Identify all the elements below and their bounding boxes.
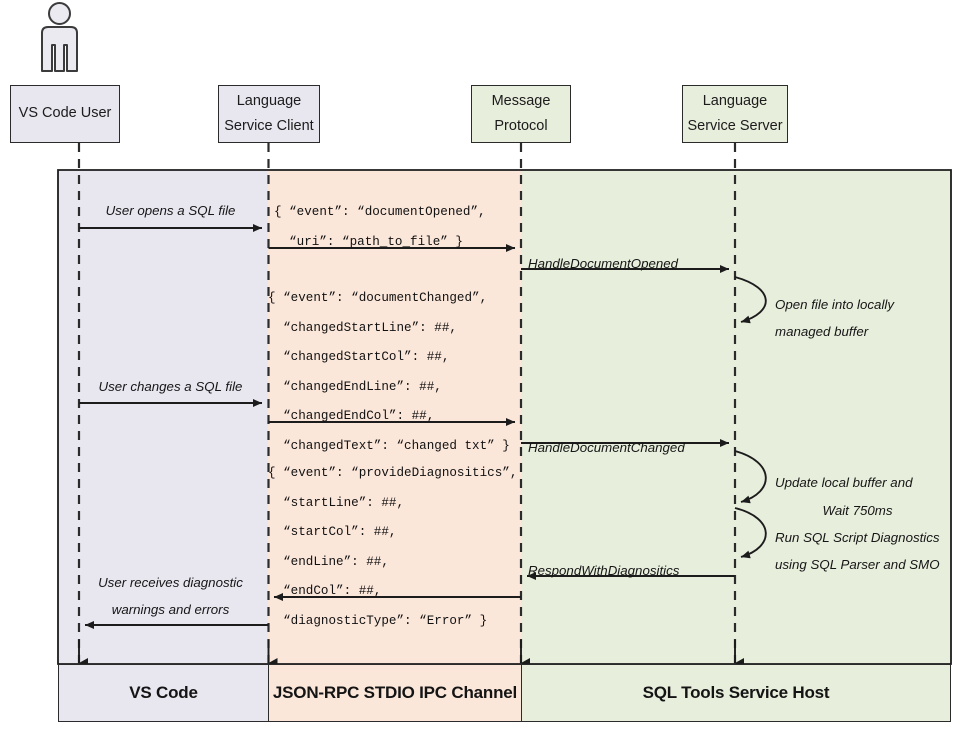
selfloop-run-diagnostics — [734, 507, 767, 559]
vs-code-user-actor-icon — [41, 2, 78, 72]
footer-zone-json-rpc-stdio-ipc-channel[interactable]: JSON-RPC STDIO IPC Channel — [268, 664, 522, 722]
footer-zone-label: VS Code — [129, 683, 198, 702]
label-user-opens-sql-file: User opens a SQL file — [105, 203, 236, 218]
zone-ipc-channel — [268, 170, 521, 664]
label-user-changes-sql-file: User changes a SQL file — [98, 379, 243, 394]
note-run-diagnostics-line1: Run SQL Script Diagnostics — [775, 530, 940, 545]
selfloop-open-file-buffer — [734, 276, 767, 324]
label-handle-document-changed: HandleDocumentChanged — [528, 440, 685, 455]
participant-language-service-client[interactable]: Language Service Client — [218, 85, 320, 143]
note-update-buffer-line2: Wait 750ms — [822, 503, 893, 518]
payload-document-opened: { “event”: “documentOpened”, “uri”: “pat… — [274, 205, 486, 249]
footer-zone-vs-code[interactable]: VS Code — [58, 664, 269, 722]
note-update-buffer-line1: Update local buffer and — [775, 475, 913, 490]
label-respond-with-diagnostics: RespondWithDiagnositics — [528, 563, 680, 578]
label-user-receives-diagnostics-line1: User receives diagnostic — [98, 575, 243, 590]
label-handle-document-opened: HandleDocumentOpened — [528, 256, 679, 271]
label-user-receives-diagnostics-line2: warnings and errors — [111, 602, 230, 617]
payload-document-changed: { “event”: “documentChanged”, “changedSt… — [268, 291, 510, 453]
footer-zone-label: SQL Tools Service Host — [642, 683, 830, 702]
note-open-file-buffer-line2: managed buffer — [775, 324, 869, 339]
participant-label-line2: Service Client — [224, 118, 314, 134]
participant-label-line2: Protocol — [494, 118, 548, 134]
participant-label-line2: Service Server — [687, 118, 783, 134]
participant-label-line1: VS Code User — [18, 105, 112, 122]
participant-label-line1: Message — [491, 92, 551, 109]
zone-vs-code — [58, 170, 268, 664]
note-run-diagnostics-line2: using SQL Parser and SMO — [775, 557, 940, 572]
participant-label-line1: Language — [236, 92, 302, 109]
participant-message-protocol[interactable]: Message Protocol — [471, 85, 571, 143]
note-open-file-buffer-line1: Open file into locally — [775, 297, 894, 312]
participant-label-line1: Language — [702, 92, 768, 109]
payload-provide-diagnostics: { “event”: “provideDiagnositics”, “start… — [268, 466, 518, 628]
participant-language-service-server[interactable]: Language Service Server — [682, 85, 788, 143]
footer-zone-label: JSON-RPC STDIO IPC Channel — [272, 683, 518, 702]
footer-zone-sql-tools-service-host[interactable]: SQL Tools Service Host — [521, 664, 951, 722]
selfloop-update-buffer-wait — [734, 450, 767, 504]
participant-vs-code-user[interactable]: VS Code User — [10, 85, 120, 143]
